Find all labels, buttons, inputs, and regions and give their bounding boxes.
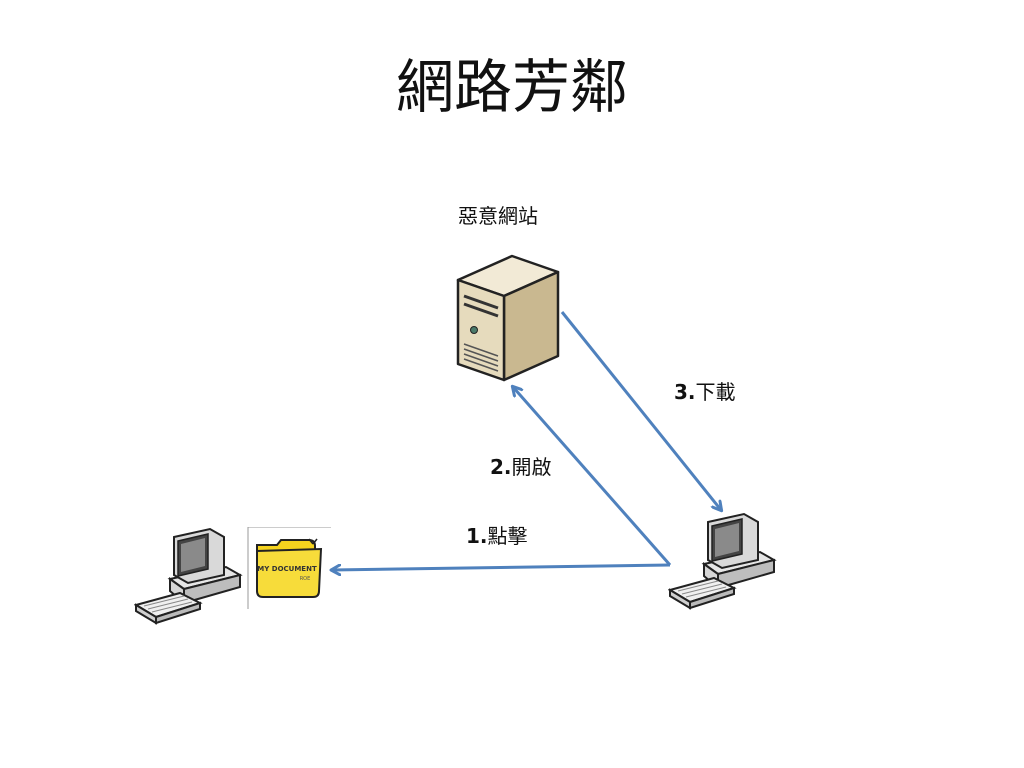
desktop-computer-icon bbox=[668, 512, 777, 610]
server-icon bbox=[456, 254, 560, 382]
folder-label: MY DOCUMENT bbox=[257, 565, 317, 573]
malicious-site-label: 惡意網站 bbox=[458, 204, 538, 228]
folder-icon: MY DOCUMENT ROE bbox=[247, 527, 331, 609]
arrow-open bbox=[513, 387, 672, 566]
step-3-number: 3. bbox=[674, 380, 696, 404]
step-2-label: 2.開啟 bbox=[490, 451, 552, 480]
arrow-download bbox=[560, 311, 721, 510]
page-title: 網路芳鄰 bbox=[395, 53, 628, 121]
step-1-label: 1.點擊 bbox=[466, 520, 528, 549]
step-2-text: 開啟 bbox=[511, 455, 552, 479]
step-3-text: 下載 bbox=[695, 380, 736, 404]
step-1-number: 1. bbox=[466, 524, 488, 548]
arrow-click bbox=[332, 563, 671, 570]
desktop-computer-icon bbox=[134, 527, 243, 625]
step-3-label: 3.下載 bbox=[674, 376, 736, 405]
step-2-number: 2. bbox=[490, 455, 512, 479]
step-1-text: 點擊 bbox=[487, 524, 528, 548]
folder-sublabel: ROE bbox=[300, 576, 311, 582]
